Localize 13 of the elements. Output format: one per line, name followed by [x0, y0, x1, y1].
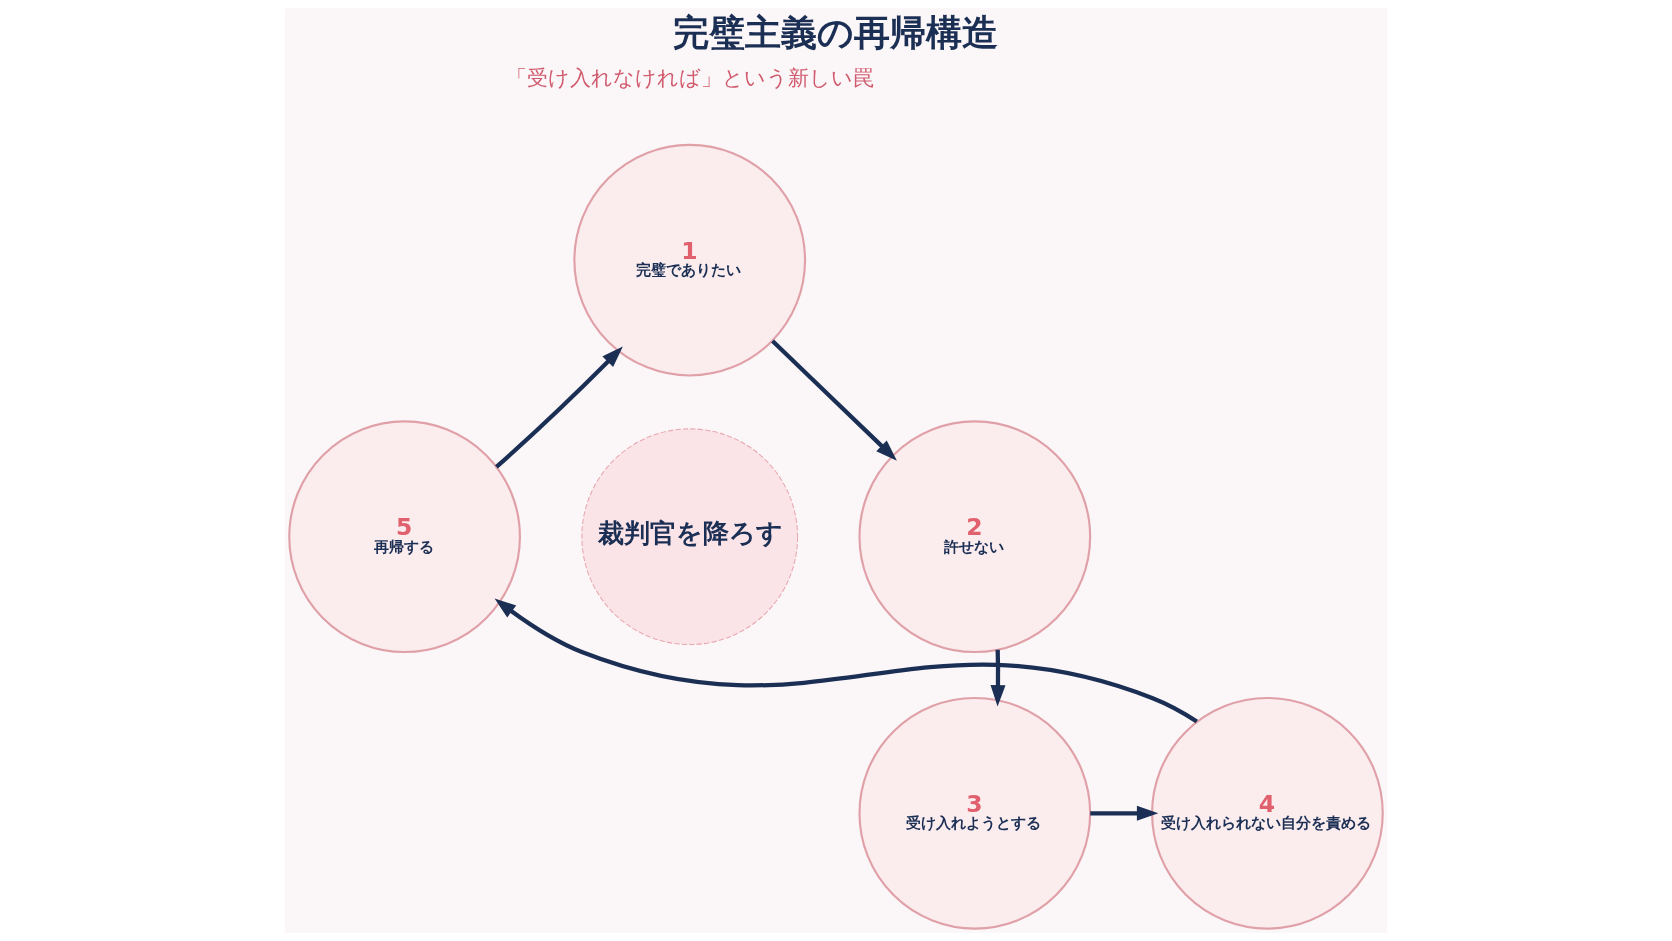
diagram-title: 完璧主義の再帰構造 [673, 10, 999, 54]
arrow [495, 346, 623, 469]
node-circle: 3 受け入れようとする [858, 696, 1092, 930]
node-circle: 2 許せない [858, 420, 1092, 654]
arrow [494, 598, 1198, 724]
node-circle: 裁判官を降ろす [581, 428, 799, 646]
node-circle: 4 受け入れられない自分を責める [1151, 696, 1384, 930]
arrow [771, 339, 897, 461]
node-circle: 5 再帰する [288, 420, 521, 654]
node-circle: 1 完璧でありたい [573, 143, 807, 377]
label: 「受け入れなければ」という新しい罠 [505, 65, 874, 91]
arrow [990, 649, 1006, 707]
arrow [1090, 805, 1159, 821]
